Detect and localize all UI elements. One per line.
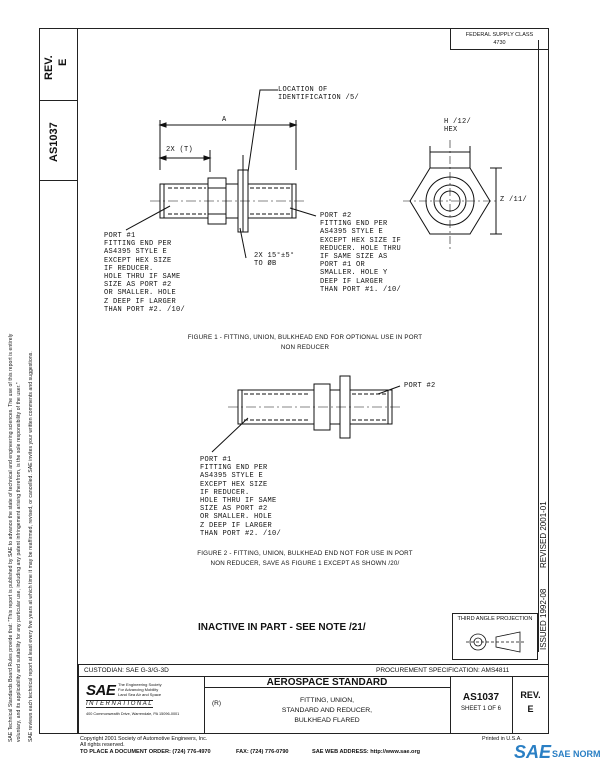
figure-1-port-2: PORT #2 FITTING END PER AS4395 STYLE E E…: [320, 212, 402, 294]
title-line-2: STANDARD AND REDUCER,: [281, 707, 373, 714]
revised-date: REVISED 2001-01: [539, 501, 548, 568]
title-line-3: BULKHEAD FLARED: [294, 717, 360, 724]
title-doc-number: AS1037: [462, 692, 500, 703]
sae-logo: SAE: [86, 682, 116, 699]
sae-tag-1: The Engineering Society: [118, 682, 162, 687]
figure-2-drawing: [211, 375, 402, 453]
sae-tag-2: For Advancing Mobility: [118, 687, 159, 692]
side-disclaimer-2: voluntary, and its applicability and sui…: [16, 382, 22, 742]
title-block-row-line: [78, 676, 549, 677]
aerospace-standard-heading: AEROSPACE STANDARD: [266, 677, 388, 688]
side-disclaimer-3: SAE reviews each technical report at lea…: [28, 351, 34, 742]
side-divider: [77, 28, 78, 734]
side-number-box: [39, 100, 77, 181]
side-disclaimer-1: SAE Technical Standards Board Rules prov…: [8, 333, 14, 742]
footer-order: TO PLACE A DOCUMENT ORDER: (724) 776-497…: [80, 749, 211, 755]
sae-tag-3: Land Sea Air and Space: [118, 692, 162, 697]
third-angle-symbol: [466, 631, 524, 653]
title-line-1: FITTING, UNION,: [300, 697, 354, 704]
federal-supply-value: 4730: [493, 40, 506, 46]
figure-1-dim-z: Z /11/: [500, 196, 528, 204]
figure-1-drawing: [125, 89, 502, 259]
watermark-text: SAE NORM: [552, 749, 600, 759]
title-rev-value: E: [527, 704, 534, 714]
title-block: [78, 664, 549, 734]
title-rev-label: REV.: [520, 690, 541, 700]
revision-mark: (R): [212, 700, 222, 707]
custodian: CUSTODIAN: SAE G-3/G-3D: [84, 667, 169, 674]
figure-1-caption-line-2: NON REDUCER: [280, 344, 330, 351]
title-block-heading-line: [204, 687, 450, 688]
watermark-mark: SAE: [514, 742, 552, 762]
footer-rights: All rights reserved.: [80, 742, 125, 748]
title-block-v2: [450, 676, 451, 734]
figure-1-dim-h: H /12/ HEX: [444, 118, 472, 135]
federal-supply-label: FEDERAL SUPPLY CLASS: [465, 32, 534, 38]
federal-supply-box: [450, 28, 549, 50]
figure-1-caption-line-1: FIGURE 1 - FITTING, UNION, BULKHEAD END …: [187, 334, 423, 341]
footer-web: SAE WEB ADDRESS: http://www.sae.org: [312, 749, 421, 755]
figure-2-caption-line-1: FIGURE 2 - FITTING, UNION, BULKHEAD END …: [197, 550, 413, 557]
figure-1-dim-a: A: [222, 116, 227, 124]
procurement-spec: PROCUREMENT SPECIFICATION: AMS4811: [376, 667, 510, 674]
title-block-v3: [512, 676, 513, 734]
figure-2-port-2: PORT #2: [404, 382, 436, 390]
figure-1-location-id: LOCATION OF IDENTIFICATION /5/: [278, 86, 360, 103]
sheet-number: SHEET 1 OF 6: [461, 706, 501, 712]
inactive-notice: INACTIVE IN PART - SEE NOTE /21/: [198, 622, 366, 633]
sae-international: INTERNATIONAL: [86, 700, 154, 708]
third-angle-label: THIRD ANGLE PROJECTION: [457, 616, 533, 622]
sae-address: 400 Commonwealth Drive, Warrendale, PA 1…: [86, 712, 180, 716]
figure-2-caption-line-2: NON REDUCER, SAVE AS FIGURE 1 EXCEPT AS …: [210, 560, 400, 567]
third-angle-box: [452, 613, 538, 660]
figure-2-port-1: PORT #1 FITTING END PER AS4395 STYLE E E…: [200, 456, 282, 538]
figure-1-port-1: PORT #1 FITTING END PER AS4395 STYLE E E…: [104, 232, 186, 314]
right-strip-divider: [538, 40, 539, 652]
figure-1-dim-2t: 2X (T): [166, 146, 194, 154]
footer-fax: FAX: (724) 776-0790: [236, 749, 289, 755]
title-block-v1: [204, 676, 205, 734]
footer-copyright: Copyright 2001 Society of Automotive Eng…: [80, 736, 208, 742]
footer-printed: Printed in U.S.A.: [482, 736, 522, 742]
issued-date: ISSUED 1992-08: [539, 588, 548, 650]
figure-1-chamfer: 2X 15°±5° TO ØB: [254, 252, 295, 269]
side-rev-box: [39, 28, 77, 101]
